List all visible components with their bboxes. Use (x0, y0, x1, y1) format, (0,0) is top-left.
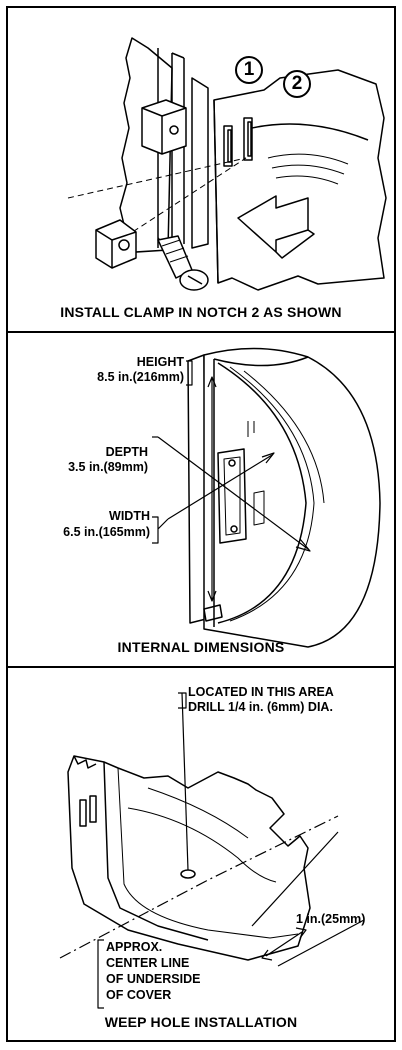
diagram-frame: 1 2 INSTALL CLAMP IN NOTCH 2 AS SHOWN (6, 6, 396, 1042)
divider-1 (8, 331, 394, 333)
callout-notch-2: 2 (283, 70, 311, 98)
drill-label: DRILL 1/4 in. (6mm) DIA. (188, 700, 333, 714)
distance-label: 1 in.(25mm) (296, 912, 366, 926)
cover-label: OF COVER (106, 988, 172, 1002)
centerline-label: CENTER LINE (106, 956, 190, 970)
callout-notch-1: 1 (235, 56, 263, 84)
dimensions-caption: INTERNAL DIMENSIONS (117, 639, 285, 655)
location-label-line1: LOCATED IN THIS AREA (188, 685, 334, 699)
enclosure-illustration (152, 347, 381, 648)
cover-illustration (59, 692, 365, 1009)
width-value: 6.5 in.(165mm) (63, 525, 150, 539)
clamp-illustration (67, 37, 387, 291)
clamp-caption: INSTALL CLAMP IN NOTCH 2 AS SHOWN (60, 304, 342, 320)
underside-label: OF UNDERSIDE (106, 972, 201, 986)
height-value: 8.5 in.(216mm) (97, 370, 184, 384)
depth-label: DEPTH (105, 445, 148, 459)
approx-label: APPROX. (106, 940, 163, 954)
width-label: WIDTH (109, 509, 150, 523)
height-label: HEIGHT (136, 355, 184, 369)
weep-panel: LOCATED IN THIS AREA DRILL 1/4 in. (6mm)… (8, 668, 394, 1042)
weep-caption: WEEP HOLE INSTALLATION (104, 1014, 298, 1030)
depth-value: 3.5 in.(89mm) (68, 460, 148, 474)
clamp-panel: 1 2 INSTALL CLAMP IN NOTCH 2 AS SHOWN (8, 8, 394, 331)
divider-2 (8, 666, 394, 668)
dimensions-panel: HEIGHT 8.5 in.(216mm) DEPTH 3.5 in.(89mm… (8, 333, 394, 666)
